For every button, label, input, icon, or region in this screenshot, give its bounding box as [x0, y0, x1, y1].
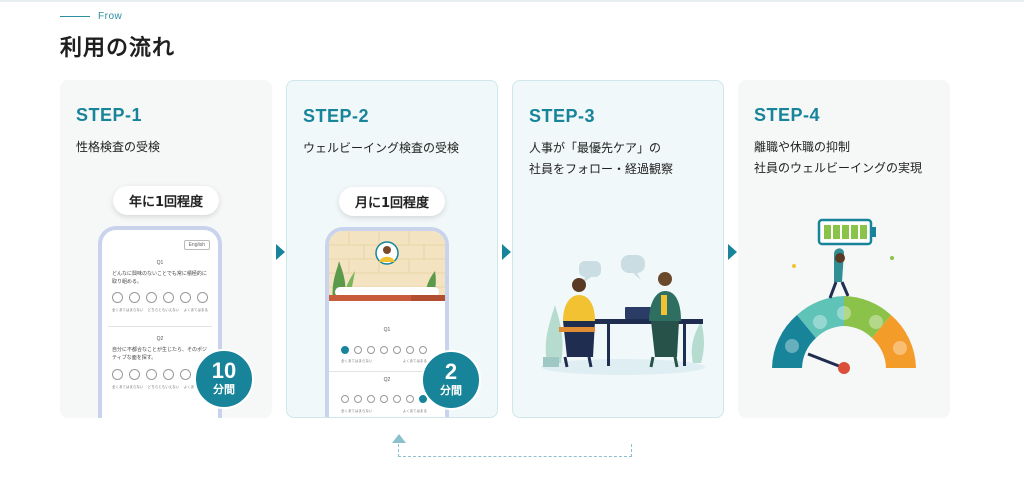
next-step-arrow-icon: [276, 244, 285, 260]
step-description: ウェルビーイング検査の受検: [303, 141, 460, 155]
answer-options: [341, 395, 427, 403]
loop-back-line: [398, 444, 632, 457]
loop-back-arrow-icon: [392, 434, 406, 443]
answer-option: [180, 369, 191, 380]
top-divider: [0, 0, 1024, 2]
divider: [329, 371, 445, 372]
step-label: STEP-2: [303, 106, 370, 126]
step-label: STEP-4: [754, 105, 821, 125]
phone-screen: Q1 全くあてはまらない よくあてはまる Q2 全くあてはまらない よくあてはま…: [329, 231, 445, 417]
answer-scale: 全くあてはまらない よくあてはまる: [341, 409, 427, 414]
duration-unit: 分間: [440, 384, 462, 397]
battery-full-icon: [817, 218, 876, 246]
language-button: English: [183, 240, 210, 250]
step-description: 性格検査の受検: [76, 140, 161, 154]
answer-option: [163, 292, 174, 303]
duration-badge: 10 分間: [194, 349, 254, 409]
answer-option-selected: [341, 346, 349, 354]
answer-option: [129, 369, 140, 380]
answer-option: [354, 395, 362, 403]
phone-screen: English Q1 どんなに興味のないことでも常に積極的に取り組める。 全くあ…: [108, 236, 212, 418]
office-illustration: [329, 231, 445, 301]
section-eyebrow: Frow: [60, 11, 122, 22]
step-card-1: STEP-1 性格検査の受検 English Q1 どんなに興味のないことでも常…: [60, 80, 272, 418]
answer-option: [146, 369, 157, 380]
frequency-pill: 年に1回程度: [112, 186, 220, 215]
answer-option: [163, 369, 174, 380]
question-number: Q2: [156, 336, 164, 342]
answer-option: [146, 292, 157, 303]
scale-left-label: 全くあてはまらない: [112, 385, 144, 389]
answer-option: [406, 395, 414, 403]
answer-option: [367, 395, 375, 403]
answer-options: [112, 292, 208, 303]
section-title: 利用の流れ: [60, 36, 176, 61]
answer-option: [406, 346, 414, 354]
question-number: Q1: [156, 260, 164, 266]
wellbeing-meter-illustration: [772, 218, 916, 374]
frequency-pill: 月に1回程度: [338, 187, 446, 216]
answer-scale: 全くあてはまらない どちらともいえない よくあてはまる: [112, 385, 208, 390]
scale-mid-label: どちらともいえない: [147, 308, 180, 312]
answer-option: [197, 292, 208, 303]
answer-option: [380, 346, 388, 354]
scale-right-label: よくあてはまる: [402, 359, 427, 363]
answer-option: [419, 346, 427, 354]
answer-scale: 全くあてはまらない よくあてはまる: [341, 359, 427, 364]
answer-option: [112, 369, 123, 380]
answer-option-selected: [419, 395, 427, 403]
answer-option: [112, 292, 123, 303]
step-card-4: STEP-4 離職や休職の抑制 社員のウェルビーイングの実現: [738, 80, 950, 418]
duration-number: 10: [211, 358, 237, 383]
scale-left-label: 全くあてはまらない: [341, 359, 373, 363]
question-text: 自分に不都合なことが生じたら、そのポジティブな面を探す。: [112, 347, 208, 361]
consultation-illustration: [541, 255, 705, 375]
scale-right-label: よくあてはまる: [183, 308, 208, 312]
answer-option: [393, 395, 401, 403]
step-label: STEP-3: [529, 106, 596, 126]
scale-mid-label: どちらともいえない: [147, 385, 180, 389]
duration-unit: 分間: [213, 383, 235, 396]
scale-left-label: 全くあてはまらない: [341, 409, 373, 413]
answer-option: [367, 346, 375, 354]
question-text: どんなに興味のないことでも常に積極的に取り組める。: [112, 271, 207, 285]
answer-option: [129, 292, 140, 303]
next-step-arrow-icon: [502, 244, 511, 260]
question-number: Q1: [383, 327, 391, 333]
duration-badge: 2 分間: [421, 350, 481, 410]
eyebrow-text: Frow: [98, 11, 123, 22]
eyebrow-line: [60, 16, 90, 17]
answer-options: [341, 346, 427, 354]
question-number: Q2: [383, 377, 391, 383]
answer-option: [393, 346, 401, 354]
answer-scale: 全くあてはまらない どちらともいえない よくあてはまる: [112, 308, 208, 313]
phone-mockup: English Q1 どんなに興味のないことでも常に積極的に取り組める。 全くあ…: [98, 226, 222, 418]
answer-option: [341, 395, 349, 403]
step-description: 人事が「最優先ケア」の 社員をフォロー・経過観察: [529, 141, 674, 176]
divider: [108, 326, 212, 327]
scale-right-label: よくあてはまる: [402, 409, 427, 413]
next-step-arrow-icon: [728, 244, 737, 260]
step-card-2: STEP-2 ウェルビーイング検査の受検: [286, 80, 498, 418]
scale-left-label: 全くあてはまらない: [112, 308, 144, 312]
duration-number: 2: [444, 359, 458, 384]
step-label: STEP-1: [76, 105, 143, 125]
answer-option: [354, 346, 362, 354]
step-card-3: STEP-3 人事が「最優先ケア」の 社員をフォロー・経過観察: [512, 80, 724, 418]
answer-option: [180, 292, 191, 303]
answer-option: [380, 395, 388, 403]
step-description: 離職や休職の抑制 社員のウェルビーイングの実現: [754, 140, 923, 175]
